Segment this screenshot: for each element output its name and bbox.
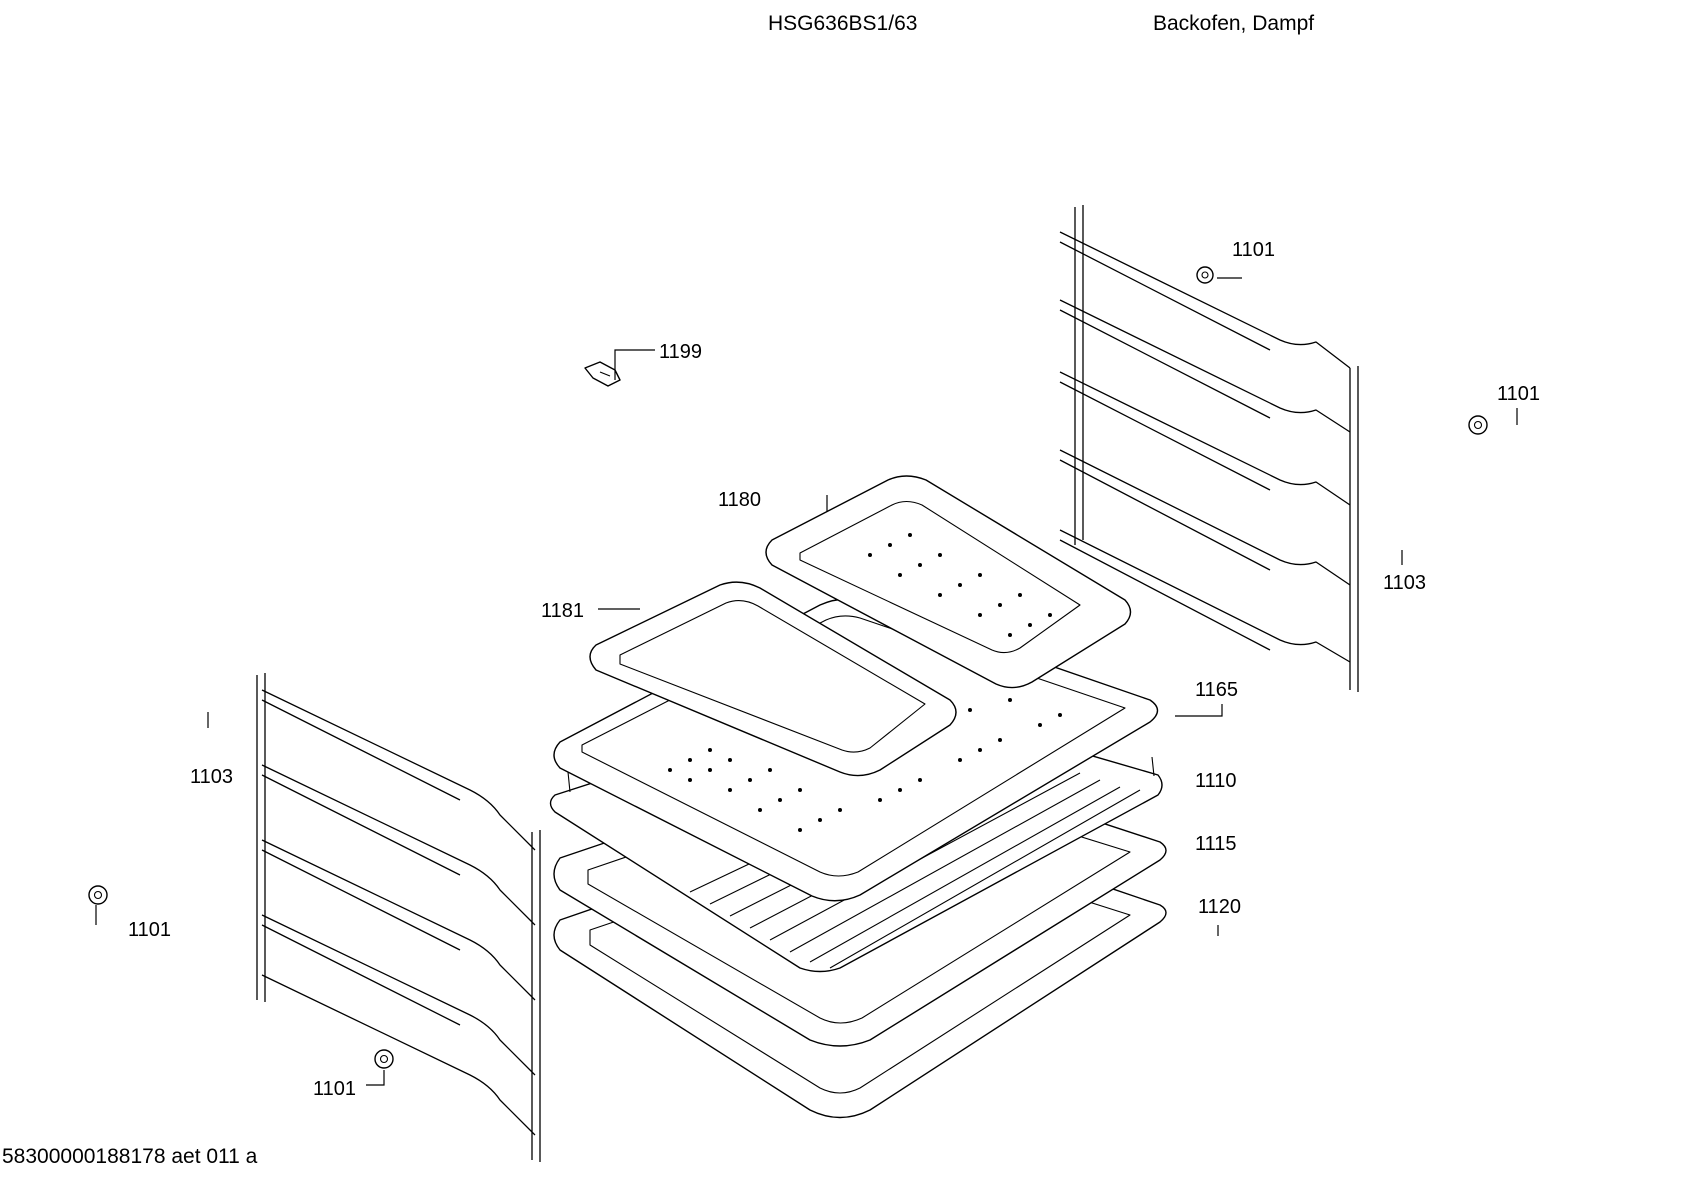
callout-1101-bottom: 1101 [313, 1078, 356, 1100]
pan-perforations [868, 533, 1052, 637]
part-1199-bracket [584, 361, 621, 387]
callout-1115: 1115 [1195, 833, 1237, 855]
part-1181-solid-pan [589, 581, 957, 777]
callout-1199: 1199 [659, 341, 702, 363]
callout-1103-right: 1103 [1383, 572, 1426, 594]
part-1101-clip-right [1468, 415, 1488, 435]
callout-1101-right: 1101 [1497, 383, 1540, 405]
part-1101-clip-top [1196, 266, 1214, 284]
part-1103-right-side-rail [1059, 205, 1359, 692]
callout-leaders [95, 277, 1518, 1086]
document-code: 58300000188178 aet 011 a [2, 1145, 258, 1168]
callout-1101-top: 1101 [1232, 239, 1275, 261]
part-1103-left-side-rail [256, 673, 541, 1162]
callout-1101-left: 1101 [128, 919, 171, 941]
callout-1181: 1181 [541, 600, 584, 622]
callout-1120: 1120 [1198, 896, 1241, 918]
callout-1110: 1110 [1195, 770, 1237, 792]
callout-1103-left: 1103 [190, 766, 233, 788]
part-1101-clip-bottom [374, 1049, 394, 1069]
part-1101-clip-left [88, 885, 108, 905]
callout-1165: 1165 [1195, 679, 1238, 701]
model-number: HSG636BS1/63 [768, 12, 918, 35]
appliance-description: Backofen, Dampf [1153, 12, 1315, 35]
part-1180-perforated-pan [765, 475, 1132, 689]
callout-1180: 1180 [718, 489, 761, 511]
